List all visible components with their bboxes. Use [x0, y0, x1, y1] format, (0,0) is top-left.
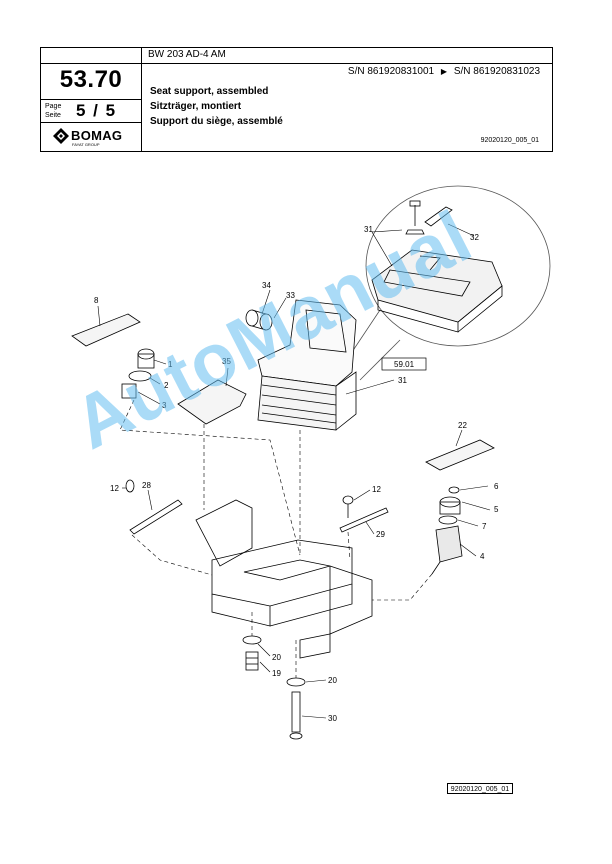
detail-seat-base [371, 249, 503, 333]
part-28-lever [125, 479, 183, 535]
title-german: Sitzträger, montiert [150, 101, 242, 112]
callout-32: 32 [470, 233, 479, 242]
drawing-reference: 92020120_005_01 [480, 137, 539, 144]
part-1-3-knob [121, 348, 155, 399]
bomag-logo-icon [53, 128, 69, 144]
callout-5: 5 [494, 505, 499, 514]
serial-range: S/N 861920831001 ▶ S/N 861920831023 [141, 66, 552, 77]
callout-33: 33 [286, 291, 295, 300]
part-29-handle [339, 495, 389, 533]
logo-text: BOMAG [71, 128, 123, 143]
title-block: BW 203 AD-4 AM 53.70 Page Seite 5 / 5 BO… [40, 47, 553, 152]
divider [41, 99, 141, 100]
part-8-plate [71, 313, 141, 347]
part-33-34-bushings [245, 309, 273, 331]
part-35-bracket [177, 379, 247, 425]
divider [41, 63, 141, 64]
reference-box [381, 357, 427, 371]
callout-30: 30 [328, 714, 337, 723]
detail-magnifier-circle [365, 185, 551, 347]
callout-6: 6 [494, 482, 499, 491]
page-number: 5 / 5 [76, 101, 116, 120]
callout-29: 29 [376, 530, 385, 539]
callout-31: 31 [364, 225, 373, 234]
seat-frame [195, 499, 373, 659]
callout-12b: 12 [372, 485, 381, 494]
page-label-en: Page [45, 103, 62, 110]
model-name: BW 203 AD-4 AM [148, 49, 226, 60]
detail-bolt-and-bracket [405, 200, 453, 235]
callout-1: 1 [168, 360, 173, 369]
callout-20b: 20 [328, 676, 337, 685]
callout-31b: 31 [398, 376, 407, 385]
title-french: Support du siège, assemblé [150, 116, 283, 127]
callout-35: 35 [222, 357, 231, 366]
reference-box-label: 59.01 [394, 360, 415, 369]
arrow-right-icon: ▶ [440, 67, 448, 76]
section-number: 53.70 [59, 66, 123, 93]
callout-12a: 12 [110, 484, 119, 493]
callout-22: 22 [458, 421, 467, 430]
divider [41, 122, 141, 123]
bolt-30 [286, 677, 306, 740]
model-row: BW 203 AD-4 AM [141, 48, 552, 64]
callout-7: 7 [482, 522, 487, 531]
serial-to: S/N 861920831023 [453, 66, 540, 77]
callout-4: 4 [480, 552, 485, 561]
logo-subtext: FAYAT GROUP [72, 142, 100, 147]
footer-drawing-reference: 92020120_005_01 [447, 783, 513, 794]
page-label: Page Seite [45, 102, 61, 120]
callout-8: 8 [94, 296, 99, 305]
seat-suspension [257, 299, 357, 431]
callout-19: 19 [272, 669, 281, 678]
part-22-plate [425, 439, 495, 471]
part-4-7-spring [431, 486, 463, 575]
page-label-de: Seite [45, 112, 61, 119]
callout-3: 3 [162, 401, 167, 410]
callout-20a: 20 [272, 653, 281, 662]
title-block-left-column [41, 48, 142, 151]
title-english: Seat support, assembled [150, 86, 269, 97]
callout-2: 2 [164, 381, 169, 390]
serial-from: S/N 861920831001 [347, 66, 435, 77]
callout-28: 28 [142, 481, 151, 490]
callout-34: 34 [262, 281, 271, 290]
bolt-19 [242, 635, 262, 671]
